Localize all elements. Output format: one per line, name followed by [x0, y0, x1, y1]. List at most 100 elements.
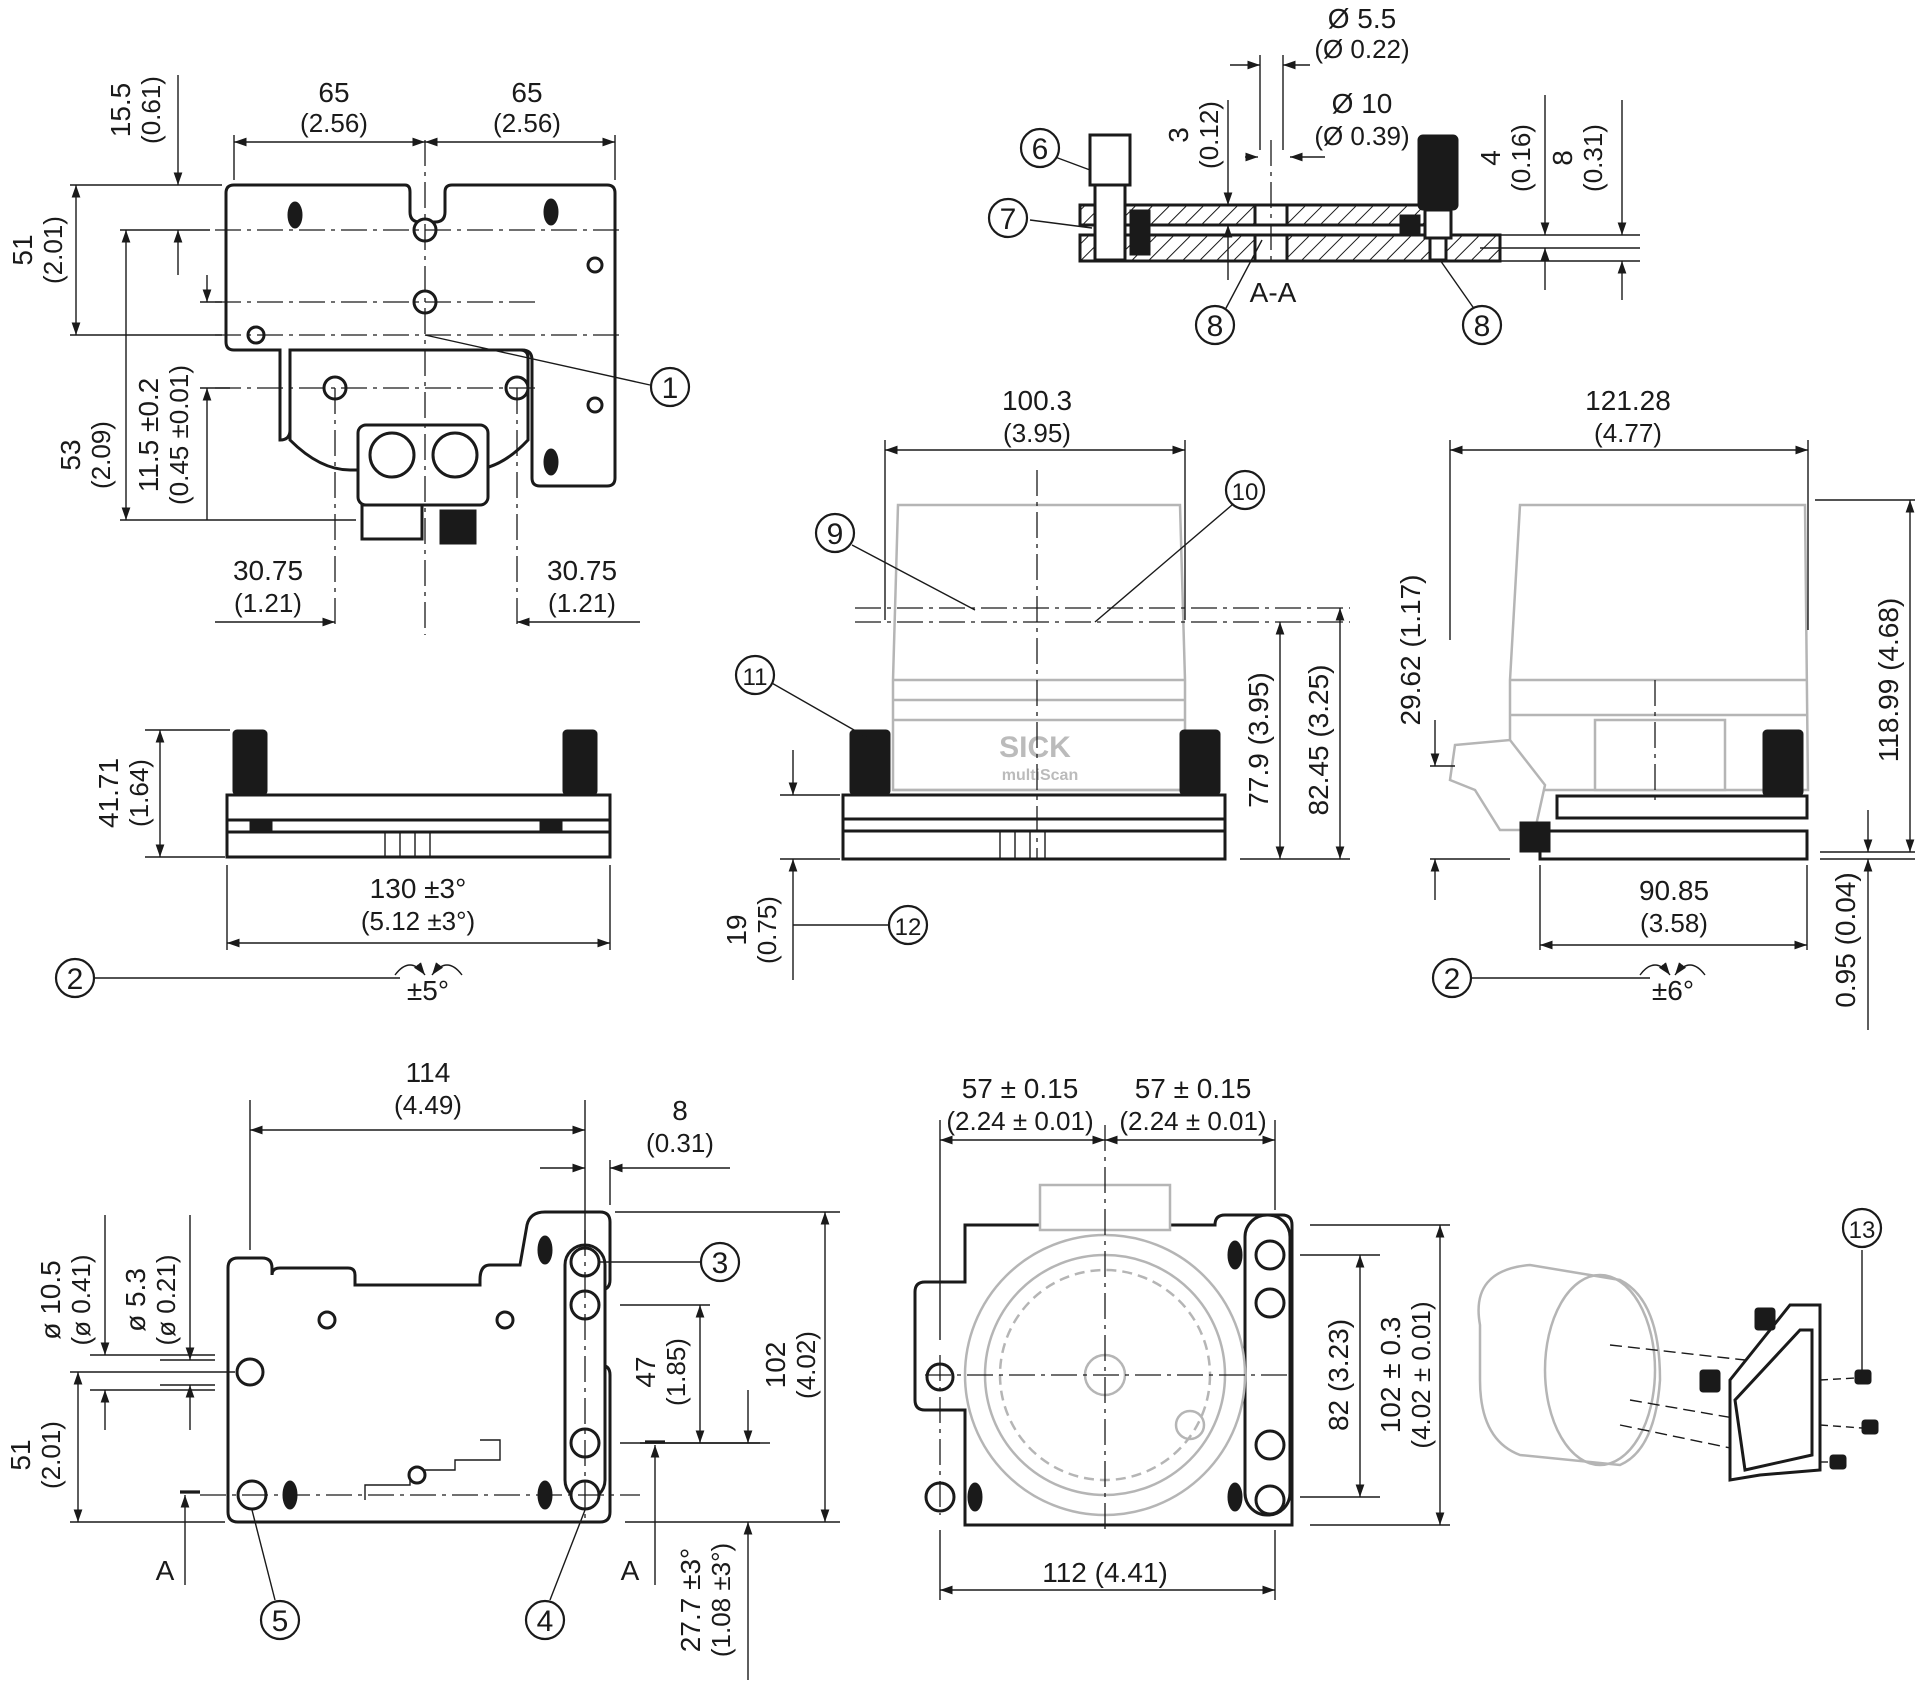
screw-post-left-icon — [232, 729, 268, 796]
dim-8-bracket: 8 — [672, 1095, 688, 1126]
callout-1: 1 — [649, 366, 691, 408]
plug-side — [1519, 821, 1551, 853]
plug-left — [360, 503, 424, 541]
dim-19: 19 — [721, 914, 752, 945]
svg-text:10: 10 — [1232, 479, 1259, 506]
section-mark-right: A — [621, 1555, 640, 1586]
dim-15-5: 15.5 — [105, 83, 136, 138]
dim-width-right-in: (2.56) — [493, 108, 561, 138]
svg-text:2: 2 — [1444, 963, 1461, 996]
dim-width-left-in: (2.56) — [300, 108, 368, 138]
dim-114: 114 — [406, 1057, 451, 1088]
dim-121-28: 121.28 — [1585, 385, 1671, 416]
dim-3: 3 — [1163, 127, 1194, 143]
dim-d10: Ø 10 — [1332, 88, 1393, 119]
hole-left-icon — [235, 1357, 265, 1387]
dim-100-3: 100.3 — [1002, 385, 1072, 416]
dim-82-45: 82.45 (3.25) — [1303, 665, 1334, 816]
dim-57-right-in: (2.24 ± 0.01) — [1119, 1106, 1266, 1136]
hole-icon — [586, 396, 604, 414]
dim-4: 4 — [1475, 150, 1506, 166]
dim-27-7-in: (1.08 ±3°) — [706, 1543, 736, 1657]
dim-102-rear-in: (4.02 ± 0.01) — [1406, 1301, 1436, 1448]
view-rear-center: 57 ± 0.15 (2.24 ± 0.01) 57 ± 0.15 (2.24 … — [913, 1073, 1450, 1600]
slot-icon — [287, 201, 303, 229]
dim-d10-in: (Ø 0.39) — [1314, 121, 1409, 151]
dim-57-right: 57 ± 0.15 — [1135, 1073, 1252, 1104]
dim-15-5-in: (0.61) — [136, 76, 166, 144]
view-front-left: 41.71 (1.64) 130 ±3° (5.12 ±3°) ±5° — [93, 729, 612, 1006]
dim-51-bracket-in: (2.01) — [36, 1421, 66, 1489]
logo-multiscan: multiScan — [1002, 767, 1078, 784]
screw-post-left-center-icon — [849, 729, 891, 796]
dim-57-left-in: (2.24 ± 0.01) — [946, 1106, 1093, 1136]
slot-icon — [967, 1482, 983, 1512]
callout-5: 5 — [259, 1599, 301, 1641]
svg-text:9: 9 — [827, 518, 844, 551]
dim-width-right: 65 — [511, 77, 542, 108]
dim-d10-5: ø 10.5 — [35, 1260, 66, 1339]
dim-100-3-in: (3.95) — [1003, 418, 1071, 448]
dim-d5-5-in: (Ø 0.22) — [1314, 34, 1409, 64]
callout-3: 3 — [699, 1241, 741, 1283]
callout-6: 6 — [1019, 127, 1061, 169]
dim-30-75-left-in: (1.21) — [234, 588, 302, 618]
plate-top-side — [1555, 794, 1809, 820]
plug-right — [439, 509, 477, 545]
dim-53-in: (2.09) — [86, 421, 116, 489]
view-side-right: 121.28 (4.77) 29.62 (1.17) 118.99 (4.68)… — [1395, 385, 1915, 1030]
dim-width-left: 65 — [318, 77, 349, 108]
hole-icon — [317, 1310, 337, 1330]
svg-text:13: 13 — [1849, 1217, 1876, 1244]
hole-icon — [407, 1465, 427, 1485]
view-front-center: SICK multiScan 100.3 (3.95) 77.9 (3.95) … — [721, 385, 1350, 980]
screw-head-icon — [1254, 1239, 1286, 1271]
dim-51: 51 — [7, 234, 38, 265]
callout-7: 7 — [987, 197, 1029, 239]
svg-text:5: 5 — [272, 1605, 289, 1638]
plate-bottom-center — [841, 829, 1227, 861]
dim-102-rear: 102 ± 0.3 — [1375, 1317, 1406, 1434]
dim-53: 53 — [55, 439, 86, 470]
view-bracket-bottom: 114 (4.49) 8 (0.31) ø 10.5 (ø 0.41) ø 5.… — [5, 1057, 840, 1680]
dim-30-75-left: 30.75 — [233, 555, 303, 586]
logo-sick: SICK — [999, 731, 1071, 764]
dim-51-in: (2.01) — [38, 216, 68, 284]
tilt-5: ±5° — [407, 975, 449, 1006]
dim-d5-3-in: (ø 0.21) — [151, 1254, 181, 1345]
dim-d10-5-in: (ø 0.41) — [66, 1254, 96, 1345]
dim-8-bracket-in: (0.31) — [646, 1128, 714, 1158]
screw-head-icon — [1254, 1429, 1286, 1461]
view-isometric — [1477, 1250, 1879, 1482]
slot-icon — [543, 198, 559, 226]
dim-77-9: 77.9 (3.95) — [1243, 672, 1274, 807]
callout-8-left: 8 — [1194, 304, 1236, 346]
screw-head-icon — [1254, 1484, 1286, 1516]
svg-text:12: 12 — [895, 914, 922, 941]
screw-icon — [1829, 1454, 1847, 1470]
svg-text:8: 8 — [1207, 310, 1224, 343]
dim-102-bracket: 102 — [760, 1342, 791, 1389]
callout-8-right: 8 — [1461, 304, 1503, 346]
callout-13: 13 — [1841, 1207, 1883, 1249]
dim-112: 112 (4.41) — [1042, 1557, 1168, 1588]
tilt-6: ±6° — [1652, 975, 1694, 1006]
screw-head-icon — [1254, 1287, 1286, 1319]
plate-bottom — [225, 830, 612, 859]
hole-icon — [586, 256, 604, 274]
svg-text:7: 7 — [1000, 203, 1017, 236]
callout-11: 11 — [734, 654, 776, 696]
view-section-aa: Ø 5.5 (Ø 0.22) Ø 10 (Ø 0.39) 3 (0.12) 4 … — [1029, 3, 1640, 311]
screw-13-icon — [1854, 1369, 1872, 1385]
plate-top-center — [841, 793, 1227, 821]
side-connector — [1448, 738, 1547, 832]
slot-icon — [1227, 1240, 1243, 1270]
dim-11-5: 11.5 ±0.2 — [133, 378, 164, 493]
dim-19-in: (0.75) — [752, 896, 782, 964]
dim-8-in: (0.31) — [1578, 124, 1608, 192]
svg-text:1: 1 — [662, 372, 679, 405]
plate-top — [225, 793, 612, 822]
screw-post-right-icon — [562, 729, 598, 796]
dim-90-85-in: (3.58) — [1640, 908, 1708, 938]
